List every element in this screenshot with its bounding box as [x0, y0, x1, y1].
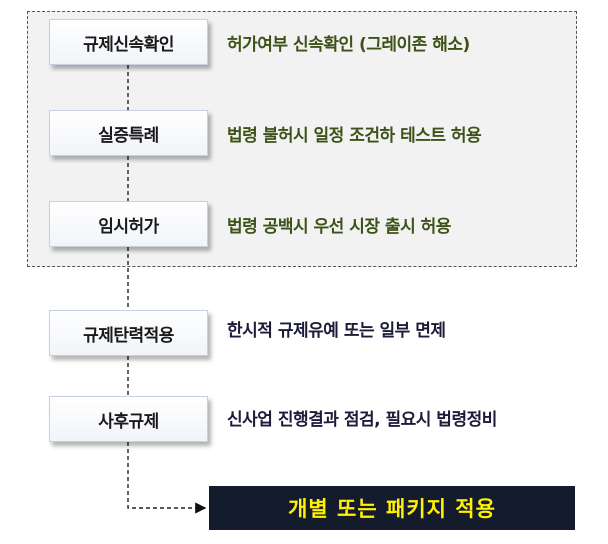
stage-box-5: 사후규제: [49, 396, 208, 442]
stage-label-2: 실증특례: [98, 125, 159, 146]
result-label: 개별 또는 패키지 적용: [288, 497, 496, 521]
result-box: 개별 또는 패키지 적용: [209, 486, 575, 530]
stage-box-1: 규제신속확인: [49, 19, 208, 65]
stage-box-2: 실증특례: [49, 110, 208, 156]
stage-label-5: 사후규제: [98, 411, 159, 432]
stage-description-1: 허가여부 신속확인 (그레이존 해소): [227, 34, 470, 55]
stage-box-3: 임시허가: [49, 201, 208, 247]
stage-description-4: 한시적 규제유예 또는 일부 면제: [227, 320, 446, 341]
stage-box-4: 규제탄력적용: [49, 310, 208, 356]
stage-description-5: 신사업 진행결과 점검, 필요시 법령정비: [227, 409, 497, 430]
stage-label-3: 임시허가: [98, 216, 159, 237]
stage-description-3: 법령 공백시 우선 시장 출시 허용: [227, 216, 451, 237]
stage-description-2: 법령 불허시 일정 조건하 테스트 허용: [227, 125, 482, 146]
stage-label-1: 규제신속확인: [83, 34, 174, 55]
stage-label-4: 규제탄력적용: [83, 325, 174, 346]
connector-to-result-arrow: [127, 442, 207, 514]
